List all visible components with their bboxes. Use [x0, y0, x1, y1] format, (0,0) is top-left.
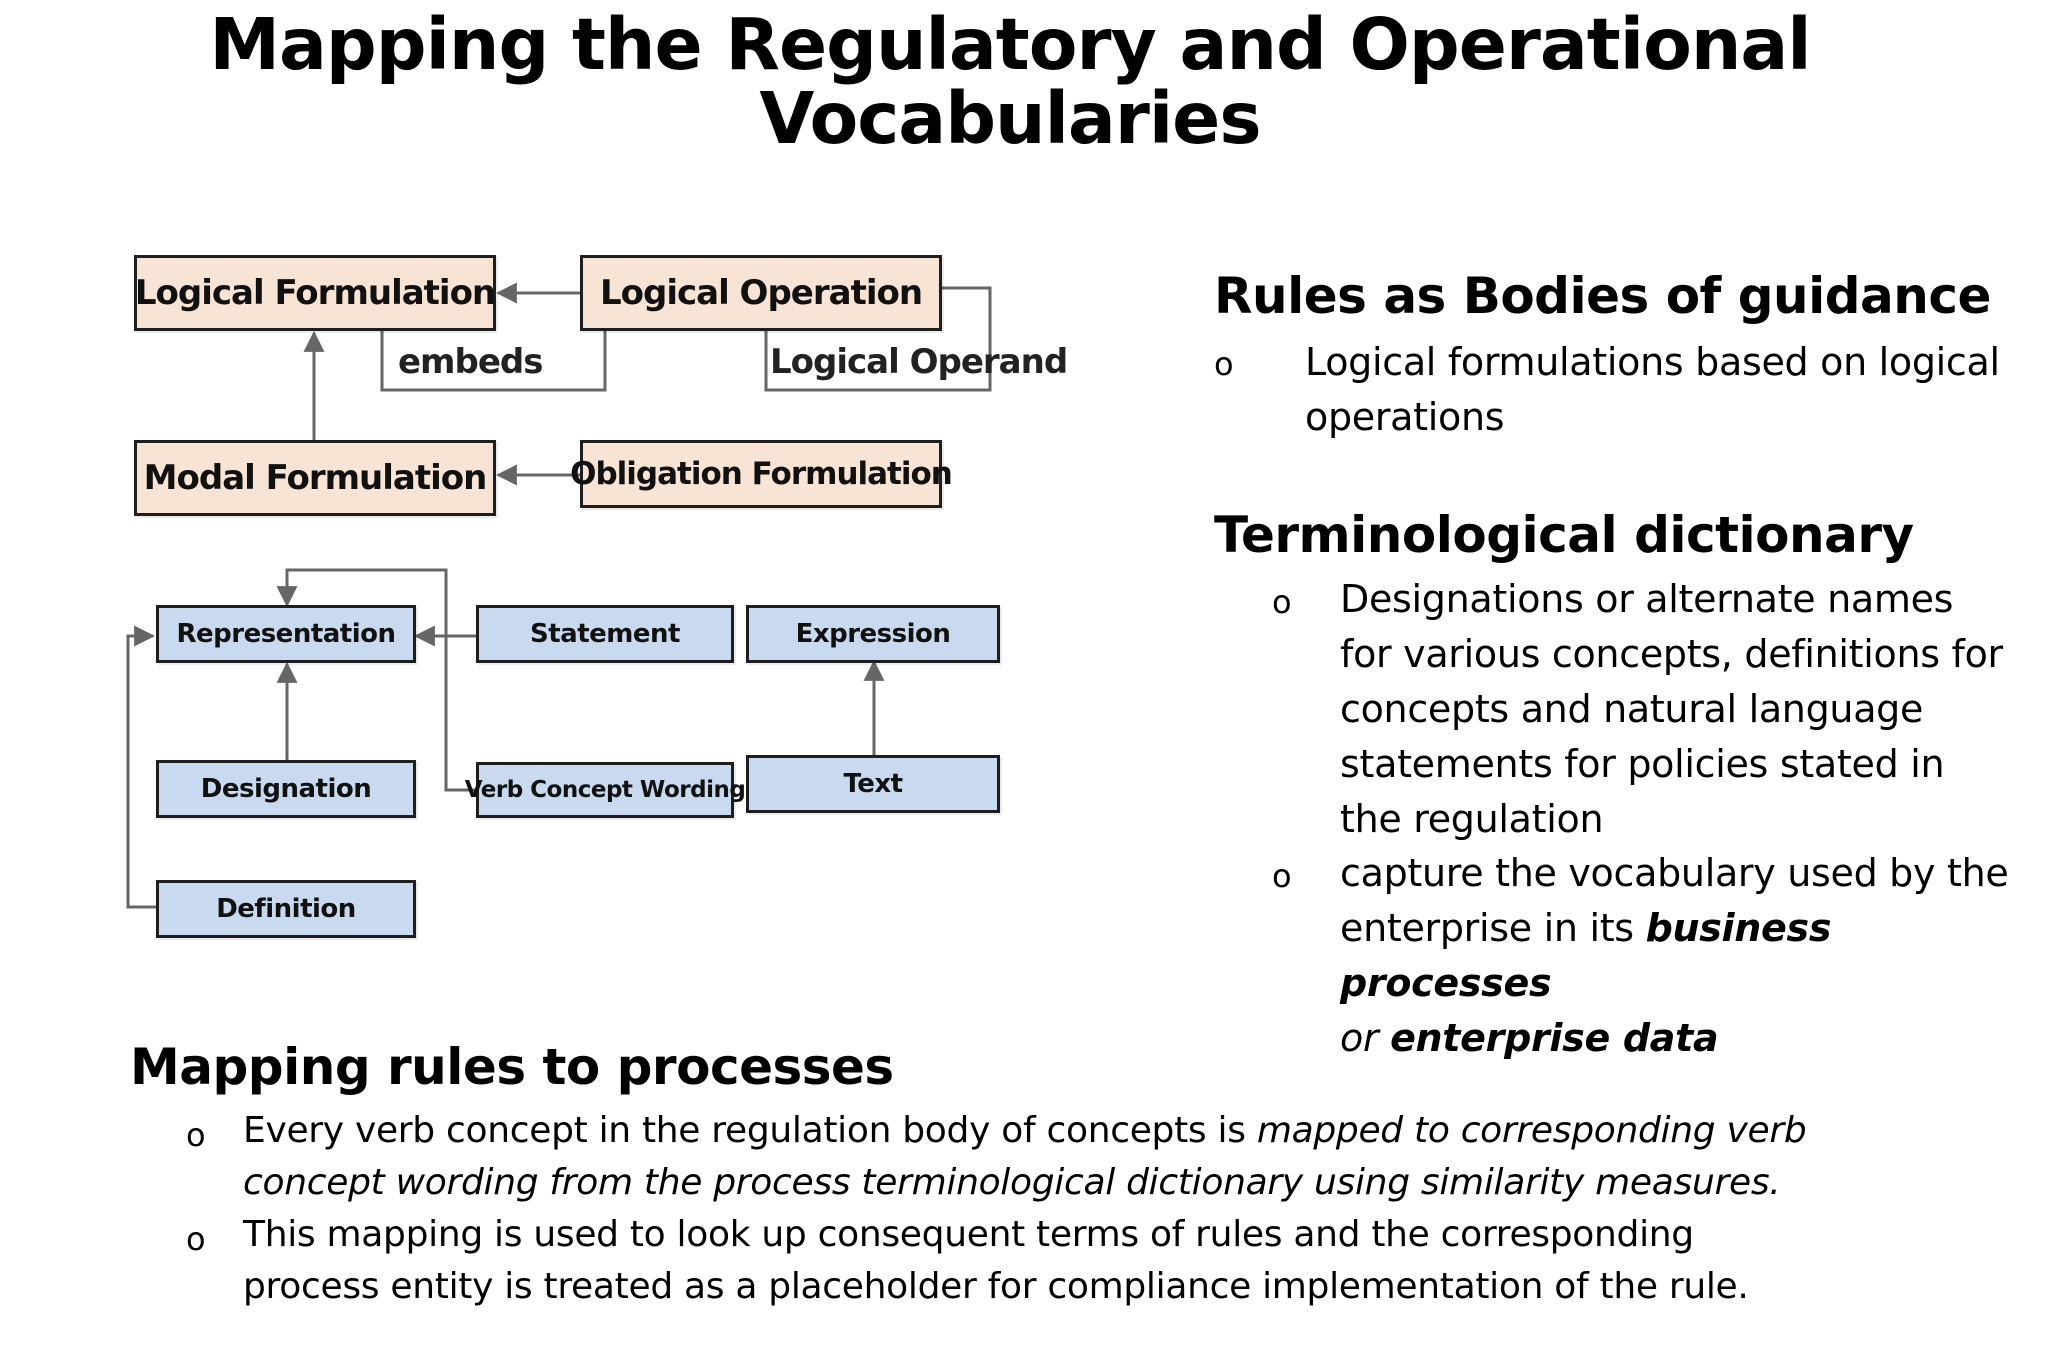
dictionary-bullet-2-line-2: enterprise in its business processes	[1340, 901, 2040, 1011]
dictionary-bullet-1: Designations or alternate names for vari…	[1340, 572, 2040, 847]
dictionary-bullet-2-marker: o	[1272, 857, 1292, 895]
node-expression: Expression	[746, 605, 1000, 663]
dictionary-bullet-1-line-4: statements for policies stated in	[1340, 742, 1945, 786]
mapping-bullet-2-marker: o	[186, 1220, 206, 1258]
node-statement: Statement	[476, 605, 734, 663]
mapping-bullet-2-line-2: process entity is treated as a placehold…	[243, 1266, 1749, 1307]
dictionary-bullet-2-line-3: or enterprise data	[1340, 1011, 2040, 1066]
node-representation: Representation	[156, 605, 416, 663]
rules-bullet-1-line-2: operations	[1305, 395, 1505, 439]
node-modal-formulation: Modal Formulation	[134, 440, 496, 516]
dictionary-bullet-2-emphasis-enterprise-data: enterprise data	[1390, 1016, 1719, 1060]
rules-heading: Rules as Bodies of guidance	[1214, 267, 1991, 325]
mapping-heading: Mapping rules to processes	[130, 1038, 894, 1096]
mapping-bullet-2-line-1: This mapping is used to look up conseque…	[243, 1214, 1694, 1255]
dictionary-bullet-1-line-1: Designations or alternate names	[1340, 577, 1954, 621]
rules-bullet-1: Logical formulations based on logical op…	[1305, 335, 2025, 445]
slide-title-line-2: Vocabularies	[759, 77, 1261, 160]
mapping-bullet-2: This mapping is used to look up conseque…	[243, 1209, 1749, 1313]
node-logical-formulation: Logical Formulation	[134, 255, 496, 331]
node-text: Text	[746, 755, 1000, 813]
edge-verb-concept-wording-to-representation	[276, 568, 476, 792]
dictionary-bullet-1-line-5: the regulation	[1340, 797, 1604, 841]
dictionary-bullet-1-line-3: concepts and natural language	[1340, 687, 1924, 731]
mapping-bullet-1-line-2: concept wording from the process termino…	[243, 1162, 1781, 1203]
dictionary-bullet-2-line-1: capture the vocabulary used by the	[1340, 851, 2009, 895]
node-logical-operation: Logical Operation	[580, 255, 942, 331]
mapping-bullet-1-line-1: Every verb concept in the regulation bod…	[243, 1105, 1807, 1157]
dictionary-bullet-2: capture the vocabulary used by the enter…	[1340, 846, 2040, 1066]
edge-label-embeds: embeds	[398, 342, 543, 382]
node-obligation-formulation: Obligation Formulation	[570, 440, 953, 508]
node-verb-concept-wording: Verb Concept Wording	[465, 762, 746, 818]
dictionary-bullet-2-emphasis-business-processes: business processes	[1340, 906, 1832, 1005]
rules-bullet-1-line-1: Logical formulations based on logical	[1305, 340, 2000, 384]
node-designation: Designation	[156, 760, 416, 818]
dictionary-bullet-2-line-2-plain: enterprise in its	[1340, 906, 1646, 950]
mapping-bullet-1-line-1-plain: Every verb concept in the regulation bod…	[243, 1110, 1257, 1151]
dictionary-heading: Terminological dictionary	[1214, 506, 1914, 564]
edge-label-logical-operand: Logical Operand	[770, 342, 1068, 382]
slide-title: Mapping the Regulatory and Operational V…	[0, 8, 2020, 156]
mapping-bullet-1-line-1-italic: mapped to corresponding verb	[1256, 1110, 1807, 1151]
mapping-bullet-1-marker: o	[186, 1116, 206, 1154]
slide-title-line-1: Mapping the Regulatory and Operational	[209, 3, 1811, 86]
mapping-bullet-1: Every verb concept in the regulation bod…	[243, 1105, 1807, 1209]
node-definition: Definition	[156, 880, 416, 938]
dictionary-bullet-2-line-3-italic: or	[1340, 1016, 1391, 1060]
dictionary-bullet-1-marker: o	[1272, 583, 1292, 621]
edge-definition-to-representation	[126, 625, 156, 909]
rules-bullet-marker: o	[1214, 345, 1234, 383]
dictionary-bullet-1-line-2: for various concepts, definitions for	[1340, 632, 2003, 676]
